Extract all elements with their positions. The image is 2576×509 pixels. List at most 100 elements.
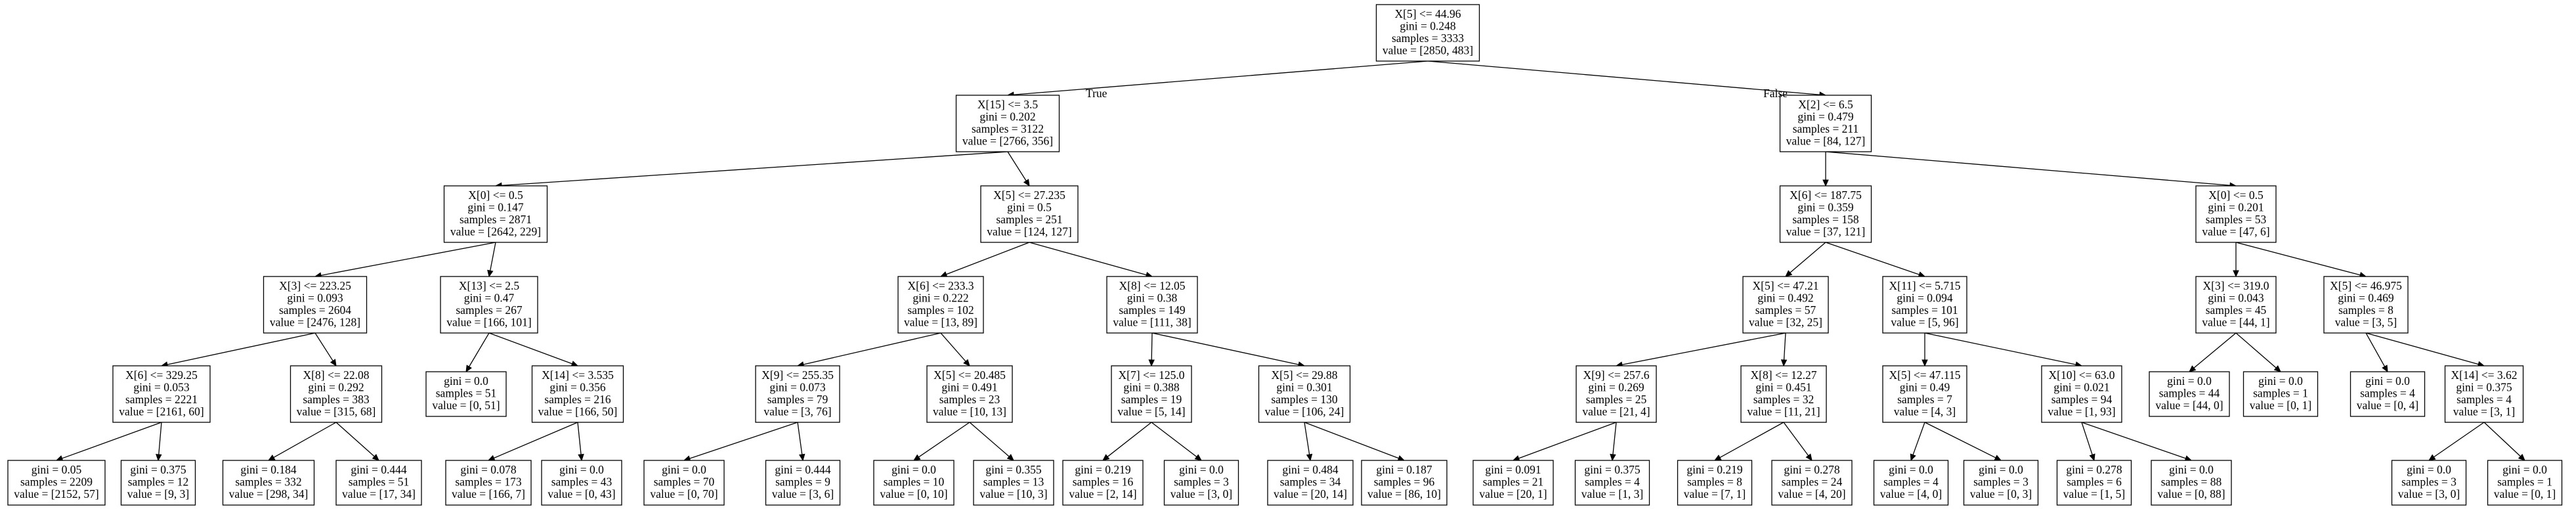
node-box xyxy=(1882,276,1967,334)
node-line: gini = 0.0 xyxy=(444,374,488,387)
node-box xyxy=(1779,95,1872,152)
node-line: samples = 45 xyxy=(2206,303,2267,317)
node-line: samples = 25 xyxy=(1586,393,1647,406)
node-line: value = [5, 96] xyxy=(1891,316,1958,329)
tree-edge xyxy=(490,242,496,271)
tree-edge xyxy=(797,422,803,455)
node-box xyxy=(1106,276,1198,334)
node-line: gini = 0.444 xyxy=(775,463,830,476)
node-line: gini = 0.375 xyxy=(1584,463,1640,476)
false-edge-label: False xyxy=(1763,87,1788,100)
tree-edge xyxy=(2081,422,2186,459)
node-line: samples = 7 xyxy=(1897,393,1952,406)
node-line: gini = 0.47 xyxy=(464,292,515,305)
node-line: samples = 173 xyxy=(455,476,521,489)
node-box xyxy=(425,371,507,417)
node-line: samples = 88 xyxy=(2161,476,2222,489)
node-line: samples = 9 xyxy=(775,476,830,489)
tree-edge xyxy=(2235,242,2361,276)
node-line: samples = 43 xyxy=(551,476,612,489)
node-line: value = [4, 0] xyxy=(1880,487,1942,500)
node-line: gini = 0.0 xyxy=(1179,463,1224,476)
tree-edge xyxy=(2434,422,2485,458)
node-line: X[6] <= 329.25 xyxy=(125,368,198,382)
node-line: value = [3, 6] xyxy=(772,487,834,500)
edge-arrowhead xyxy=(2518,454,2525,461)
node-line: samples = 383 xyxy=(303,393,369,406)
edge-arrowhead xyxy=(1910,453,1916,462)
node-line: value = [0, 88] xyxy=(2157,487,2225,500)
node-line: gini = 0.043 xyxy=(2208,292,2264,305)
node-box xyxy=(1742,276,1829,334)
node-line: samples = 19 xyxy=(1121,393,1182,406)
node-box xyxy=(1677,460,1753,506)
tree-edge xyxy=(1912,422,1925,455)
node-box xyxy=(755,365,840,423)
node-line: value = [9, 3] xyxy=(127,487,189,500)
node-line: X[5] <= 47.115 xyxy=(1889,368,1960,382)
node-line: gini = 0.292 xyxy=(308,381,364,394)
node-box xyxy=(1111,365,1192,423)
tree-edge xyxy=(1304,422,1310,455)
node-line: X[5] <= 29.88 xyxy=(1272,368,1338,382)
node-line: samples = 3333 xyxy=(1392,32,1464,45)
node-line: gini = 0.0 xyxy=(559,463,604,476)
true-edge-label: True xyxy=(1086,87,1107,100)
node-line: value = [10, 13] xyxy=(933,405,1006,418)
node-line: gini = 0.0 xyxy=(2407,463,2451,476)
node-line: value = [20, 1] xyxy=(1479,487,1547,500)
edge-arrowhead xyxy=(798,453,805,462)
node-line: value = [44, 0] xyxy=(2155,399,2223,412)
node-line: samples = 10 xyxy=(884,476,945,489)
node-line: value = [2161, 60] xyxy=(119,405,204,418)
node-box xyxy=(980,185,1079,243)
tree-edge xyxy=(1151,422,1197,458)
tree-edge xyxy=(314,332,333,361)
edge-arrowhead xyxy=(2089,453,2095,462)
node-line: gini = 0.091 xyxy=(1485,463,1541,476)
node-line: samples = 16 xyxy=(1073,476,1134,489)
node-line: value = [1, 5] xyxy=(2063,487,2125,500)
node-box xyxy=(1779,185,1872,243)
node-line: gini = 0.0 xyxy=(2169,463,2214,476)
node-line: gini = 0.184 xyxy=(240,463,296,476)
edge-arrowhead xyxy=(1921,359,1928,367)
node-line: value = [84, 127] xyxy=(1786,135,1866,148)
node-line: samples = 34 xyxy=(1280,476,1341,489)
node-line: gini = 0.484 xyxy=(1282,463,1338,476)
tree-edge xyxy=(577,422,582,455)
node-line: value = [166, 50] xyxy=(538,405,618,418)
node-line: samples = 79 xyxy=(767,393,828,406)
node-box xyxy=(1882,365,1967,423)
node-line: samples = 44 xyxy=(2159,387,2220,400)
node-line: samples = 13 xyxy=(983,476,1044,489)
node-line: samples = 251 xyxy=(996,213,1062,226)
node-line: samples = 3 xyxy=(1973,476,2029,489)
node-box xyxy=(445,460,532,506)
node-line: gini = 0.248 xyxy=(1400,20,1455,33)
node-line: samples = 24 xyxy=(1782,476,1843,489)
node-box xyxy=(1472,460,1554,506)
node-box xyxy=(1873,460,1949,506)
node-line: samples = 8 xyxy=(1687,476,1742,489)
node-line: value = [166, 7] xyxy=(452,487,525,500)
